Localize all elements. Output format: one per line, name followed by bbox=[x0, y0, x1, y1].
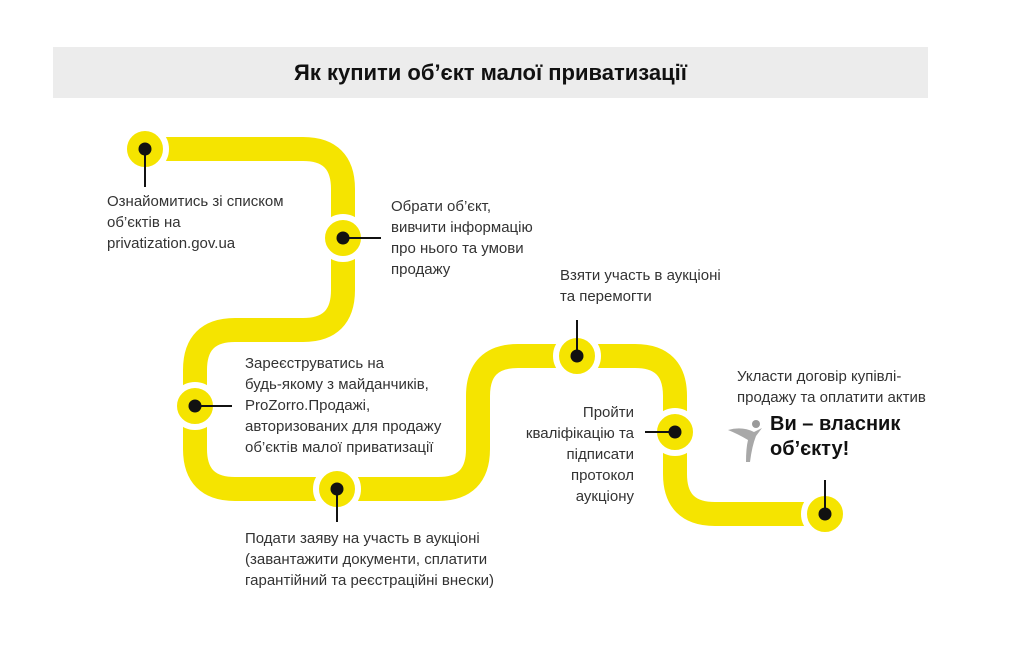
step-1-text: Ознайомитись зі списком об’єктів на priv… bbox=[107, 193, 284, 252]
node-dot bbox=[668, 425, 682, 439]
node-dot bbox=[336, 231, 350, 245]
node-dot bbox=[570, 349, 584, 363]
step-3-node bbox=[171, 382, 232, 430]
step-7-text: Укласти договір купівлі- продажу та опла… bbox=[737, 368, 926, 406]
node-dot bbox=[138, 142, 152, 156]
step-6-text: Пройти кваліфікацію та підписати протоко… bbox=[525, 404, 634, 505]
title-bar: Як купити об’єкт малої приватизації bbox=[53, 47, 928, 98]
step-2-text: Обрати об’єкт, вивчити інформацію про нь… bbox=[391, 198, 533, 278]
node-dot bbox=[330, 482, 344, 496]
step-6-node bbox=[645, 408, 699, 456]
step-5-node bbox=[553, 320, 601, 380]
owner-message: Ви – власник об’єкту! bbox=[770, 413, 901, 460]
step-1-node bbox=[121, 125, 169, 187]
step-2-node bbox=[319, 214, 381, 262]
step-3-text: Зареєструватись на будь-якому з майданчи… bbox=[245, 355, 442, 456]
node-dot bbox=[818, 507, 832, 521]
step-7-node bbox=[801, 480, 849, 538]
step-4-text: Подати заяву на участь в аукціоні (заван… bbox=[245, 530, 494, 589]
step-5-text: Взяти участь в аукціоні та перемогти bbox=[560, 267, 721, 305]
page-title: Як купити об’єкт малої приватизації bbox=[294, 59, 687, 85]
node-dot bbox=[188, 399, 202, 413]
person-jumping-icon bbox=[728, 420, 762, 462]
step-4-node bbox=[313, 465, 361, 522]
